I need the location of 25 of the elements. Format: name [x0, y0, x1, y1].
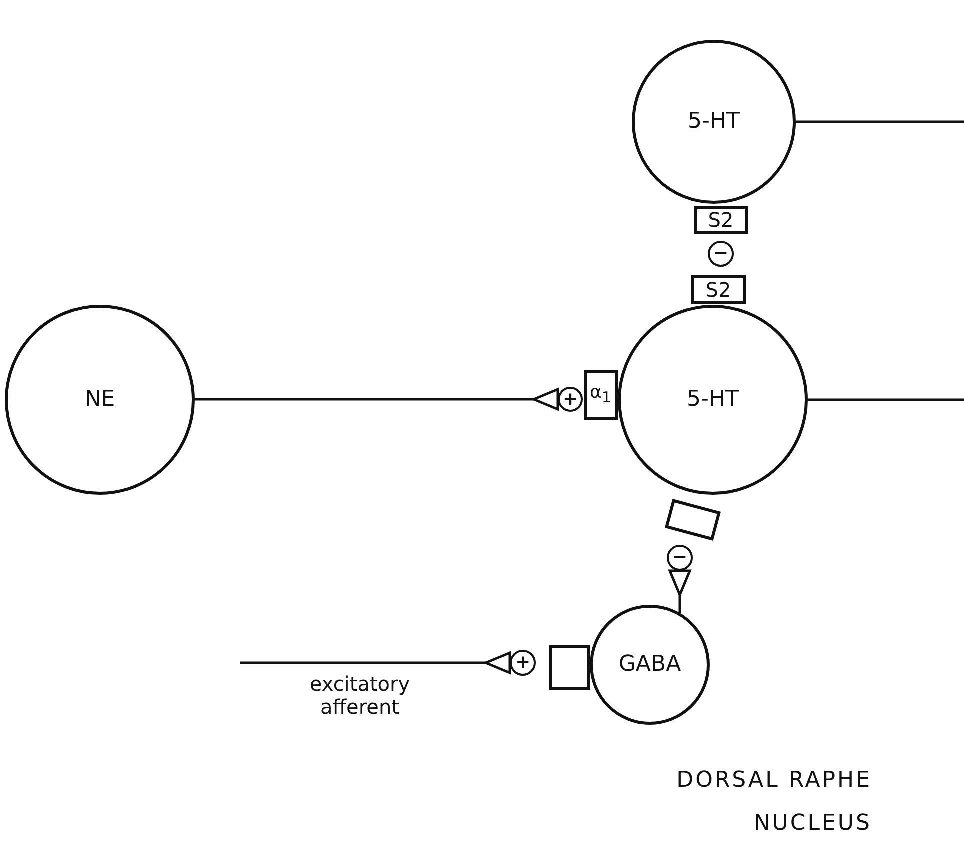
synaptic-terminal-line	[195, 388, 560, 411]
sign-symbol: −	[672, 549, 688, 567]
node-label: 5-HT	[687, 389, 739, 411]
inhibitory-sign	[667, 545, 693, 571]
sign-symbol: +	[515, 654, 531, 672]
region-label: DORSAL RAPHE NUCLEUS	[676, 767, 872, 838]
receptor-box	[584, 370, 618, 420]
receptor-box	[691, 275, 746, 304]
synaptic-terminal-line	[240, 652, 512, 674]
node-label: 5-HT	[688, 111, 740, 133]
receptor-box	[549, 645, 590, 690]
node-label: GABA	[618, 654, 682, 676]
axon-line	[796, 120, 964, 124]
excitatory-sign	[558, 387, 583, 412]
node-label: S2	[708, 210, 734, 230]
inhibitory-sign	[708, 241, 734, 267]
node-label: α$_{1}$	[590, 384, 612, 406]
sign-symbol: +	[562, 390, 578, 408]
node-label: NE	[84, 389, 116, 411]
node-label: S2	[706, 280, 732, 300]
edge-label: excitatory afferent	[308, 673, 412, 719]
axon-line	[808, 398, 964, 402]
receptor-box	[694, 206, 748, 234]
sign-symbol: −	[713, 245, 729, 263]
excitatory-sign	[510, 650, 536, 676]
